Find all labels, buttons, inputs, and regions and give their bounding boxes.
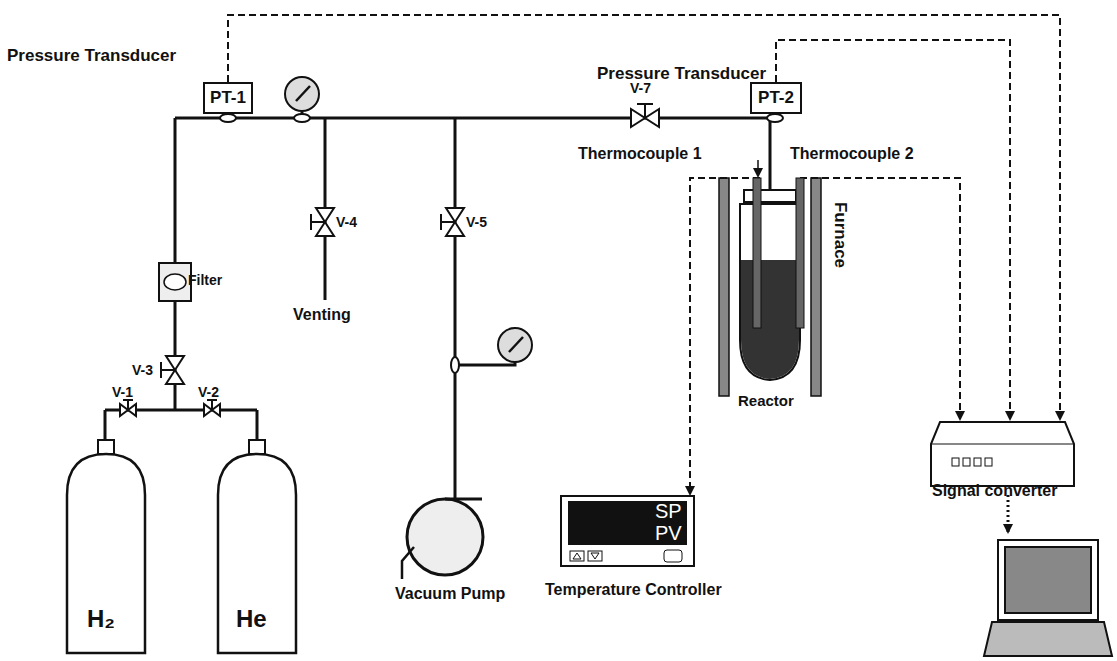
- furnace-walls: [719, 178, 821, 396]
- node-text: Pressure Transducer: [7, 46, 176, 66]
- node-text: PT-2: [752, 84, 800, 112]
- node-text: Reactor: [738, 392, 794, 409]
- node-text: Pressure Transducer: [597, 64, 766, 84]
- node-text: H₂: [87, 605, 115, 633]
- valve-label: V-1: [112, 384, 133, 400]
- signal-line: [800, 178, 960, 419]
- valve-label: V-7: [630, 80, 651, 96]
- node-text: Vacuum Pump: [395, 585, 505, 603]
- gas-cylinder: H₂: [65, 440, 147, 655]
- signal-converter: Signal converter: [930, 420, 1075, 488]
- part-label: Thermocouple 1: [578, 145, 702, 163]
- node-text: Signal converter: [932, 482, 1057, 500]
- valve-label: V-4: [336, 214, 357, 230]
- node-text: Filter: [188, 272, 222, 288]
- thermocouple-arrow: [757, 160, 759, 176]
- part-label: Thermocouple 2: [790, 145, 914, 163]
- pressure-transducer: Pressure TransducerPT-1: [203, 82, 253, 114]
- pipes: [105, 112, 775, 500]
- node-text: Temperature Controller: [545, 581, 722, 599]
- node-text: He: [236, 605, 267, 633]
- data-link: [1008, 495, 1009, 532]
- node-text: SP: [655, 500, 682, 523]
- part-label: Furnace: [830, 202, 850, 268]
- reactor: Reactor: [732, 190, 808, 385]
- gas-cylinder: He: [216, 440, 298, 655]
- pressure-gauge: [285, 77, 532, 365]
- laptop: [984, 540, 1112, 656]
- signal-line: [228, 15, 1060, 419]
- valve-label: V-5: [466, 214, 487, 230]
- pipe-joints: [220, 114, 783, 373]
- vacuum-pump: Vacuum Pump: [400, 495, 490, 580]
- valve-label: V-3: [132, 362, 153, 378]
- temperature-controller: SPPVTemperature Controller: [560, 495, 695, 567]
- filter: Filter: [158, 262, 192, 302]
- valve-label: V-2: [198, 384, 219, 400]
- node-text: PT-1: [205, 84, 251, 112]
- part-label: Venting: [293, 306, 351, 324]
- signal-line: [776, 40, 1010, 419]
- pressure-transducer: Pressure TransducerPT-2: [750, 82, 802, 114]
- node-text: PV: [655, 522, 682, 545]
